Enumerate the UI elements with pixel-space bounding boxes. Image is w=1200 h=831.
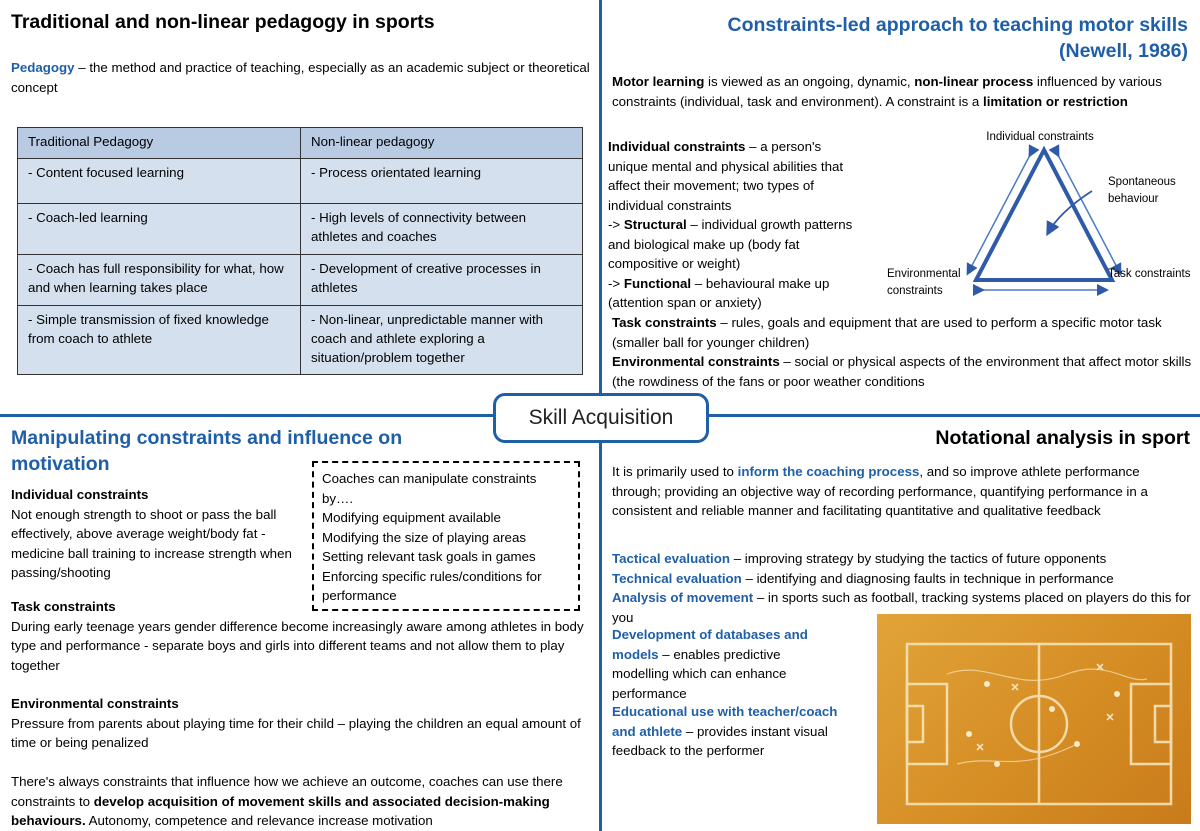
- ind-term: Individual constraints: [608, 139, 746, 154]
- tr-title: Constraints-led approach to teaching mot…: [728, 12, 1189, 64]
- bl-final-b: develop acquisition of movement skills a…: [11, 793, 550, 829]
- technical-item: Technical evaluation – identifying and d…: [612, 569, 1196, 589]
- br-title: Notational analysis in sport: [935, 427, 1190, 449]
- db-term: Development of databases and models: [612, 627, 808, 662]
- table-cell: - Development of creative processes in a…: [300, 254, 583, 306]
- ml-text-b: is viewed as an ongoing, dynamic,: [704, 74, 915, 89]
- bl-task-block: Task constraints During early teenage ye…: [11, 597, 591, 675]
- diagram-label-spont1: Spontaneous: [1108, 176, 1176, 188]
- table-cell: - Coach has full responsibility for what…: [17, 254, 301, 306]
- bl-env-head: Environmental constraints: [11, 696, 179, 711]
- bl-task-text: During early teenage years gender differ…: [11, 618, 584, 673]
- coaches-box-line: Coaches can manipulate constraints by….: [322, 471, 537, 506]
- env-term: Environmental constraints: [612, 354, 780, 369]
- bl-final-c: Autonomy, competence and relevance incre…: [85, 813, 433, 828]
- table-header-row: Traditional Pedagogy Non-linear pedagogy: [17, 127, 583, 159]
- table-cell: - Simple transmission of fixed knowledge…: [17, 305, 301, 375]
- tl-title: Traditional and non-linear pedagogy in s…: [11, 11, 435, 33]
- ml-term-c: non-linear process: [914, 74, 1034, 89]
- coaches-box-line: Modifying the size of playing areas: [322, 529, 526, 545]
- bl-title: Manipulating constraints and influence o…: [11, 425, 402, 477]
- br-intro-b: inform the coaching process: [737, 464, 920, 479]
- constraints-triangle-diagram: Individual constraints Environmental con…: [887, 131, 1191, 297]
- db-text: – enables predictive modelling which can…: [612, 646, 787, 701]
- table-cell: - Content focused learning: [17, 158, 301, 204]
- bl-ind-head: Individual constraints: [11, 487, 149, 502]
- table-header: Non-linear pedagogy: [300, 127, 583, 159]
- diagram-label-spont2: behaviour: [1108, 193, 1159, 205]
- br-educational-block: Educational use with teacher/coach and a…: [612, 702, 862, 761]
- diagram-label-left2: constraints: [887, 285, 943, 297]
- ml-term-e: limitation or restriction: [983, 93, 1128, 109]
- task-env-block: Task constraints – rules, goals and equi…: [612, 313, 1196, 391]
- center-title-box: Skill Acquisition: [493, 393, 709, 443]
- tr-title-line1: Constraints-led approach to teaching mot…: [727, 14, 1189, 36]
- bl-final-a: There's always constraints that influenc…: [11, 774, 563, 809]
- pedagogy-table: Traditional Pedagogy Non-linear pedagogy…: [17, 127, 583, 375]
- mov-text: – in sports such as football, tracking s…: [612, 590, 1191, 625]
- diagram-label-left1: Environmental: [887, 268, 961, 280]
- struct-prefix: ->: [608, 217, 624, 232]
- bl-ind-text: Not enough strength to shoot or pass the…: [11, 506, 292, 581]
- diagram-label-top: Individual constraints: [986, 131, 1094, 143]
- ml-text-d: influenced by various constraints (indiv…: [612, 74, 1162, 109]
- bl-env-text: Pressure from parents about playing time…: [11, 715, 581, 751]
- bl-final-block: There's always constraints that influenc…: [11, 772, 596, 831]
- table-cell: - Non-linear, unpredictable manner with …: [300, 305, 583, 375]
- coaches-box-line: Enforcing specific rules/conditions for …: [322, 568, 542, 604]
- bl-title-line1: Manipulating constraints and influence o…: [11, 427, 403, 449]
- triangle-shape: [972, 145, 1116, 282]
- table-header: Traditional Pedagogy: [17, 127, 301, 159]
- tac-term: Tactical evaluation: [612, 551, 730, 566]
- pitch-lines: [905, 642, 1173, 806]
- func-term: Functional: [623, 275, 692, 291]
- mov-term: Analysis of movement: [612, 590, 754, 605]
- center-title: Skill Acquisition: [528, 406, 674, 430]
- table-row: - Coach has full responsibility for what…: [17, 254, 583, 306]
- bl-individual-block: Individual constraints Not enough streng…: [11, 485, 303, 583]
- bl-title-line2: motivation: [11, 453, 110, 475]
- func-text: – behavioural make up (attention span or…: [608, 275, 830, 311]
- struct-term: Structural: [623, 217, 687, 232]
- task-text: – rules, goals and equipment that are us…: [612, 315, 1162, 350]
- edu-term: Educational use with teacher/coach and a…: [612, 704, 838, 739]
- edu-text: – provides instant visual feedback to th…: [612, 723, 828, 759]
- tech-term: Technical evaluation: [612, 570, 742, 586]
- tr-title-line2: (Newell, 1986): [1059, 40, 1188, 62]
- individual-constraints-block: Individual constraints – a person's uniq…: [608, 137, 863, 313]
- pedagogy-term: Pedagogy: [11, 60, 75, 75]
- coaches-box-line: Modifying equipment available: [322, 510, 501, 525]
- table-row: - Simple transmission of fixed knowledge…: [17, 305, 583, 375]
- table-row: - Coach-led learning- High levels of con…: [17, 203, 583, 255]
- br-intro-c: , and so improve athlete performance thr…: [612, 464, 1148, 518]
- ind-text: – a person's unique mental and physical …: [608, 139, 844, 213]
- tac-text: – improving strategy by studying the tac…: [730, 551, 1107, 566]
- pedagogy-text: – the method and practice of teaching, e…: [11, 60, 590, 95]
- pedagogy-definition: Pedagogy – the method and practice of te…: [11, 58, 591, 97]
- task-term: Task constraints: [612, 315, 717, 330]
- coaches-box-line: Setting relevant task goals in games: [322, 549, 536, 564]
- br-database-block: Development of databases and models – en…: [612, 625, 837, 703]
- bl-env-block: Environmental constraints Pressure from …: [11, 694, 591, 753]
- diagram-label-right: Task constraints: [1108, 268, 1191, 280]
- br-intro-a: It is primarily used to: [612, 464, 738, 479]
- func-prefix: ->: [608, 275, 624, 291]
- env-text: – social or physical aspects of the envi…: [612, 354, 1192, 389]
- table-row: - Content focused learning- Process orie…: [17, 158, 583, 204]
- movement-item: Analysis of movement – in sports such as…: [612, 588, 1196, 627]
- br-uses-block: Tactical evaluation – improving strategy…: [612, 549, 1196, 627]
- tech-text: – identifying and diagnosing faults in t…: [741, 570, 1114, 586]
- tactical-item: Tactical evaluation – improving strategy…: [612, 549, 1196, 569]
- coaches-box: Coaches can manipulate constraints by…. …: [312, 461, 580, 611]
- football-pitch-image: [877, 614, 1191, 824]
- bl-task-head: Task constraints: [11, 599, 116, 614]
- table-cell: - High levels of connectivity between at…: [300, 203, 583, 255]
- struct-text: – individual growth patterns and biologi…: [608, 217, 853, 271]
- br-intro: It is primarily used to inform the coach…: [612, 462, 1190, 521]
- table-cell: - Coach-led learning: [17, 203, 301, 255]
- motor-learning-paragraph: Motor learning is viewed as an ongoing, …: [612, 72, 1192, 111]
- table-cell: - Process orientated learning: [300, 158, 583, 204]
- motor-learning-term: Motor learning: [612, 74, 705, 89]
